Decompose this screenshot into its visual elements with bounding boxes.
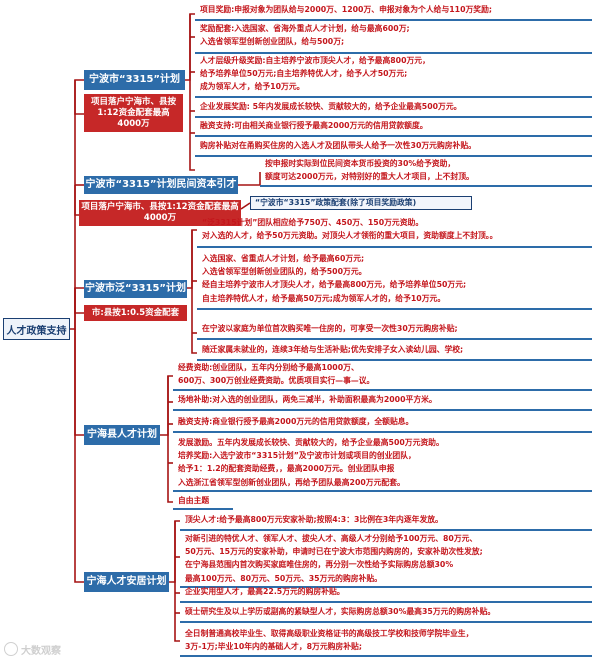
watermark-logo-icon <box>4 642 18 656</box>
leaf-graduates: 全日制普通高校毕业生、取得高级职业资格证书的高级技工学校和技师学院毕业生， 3万… <box>180 627 592 657</box>
leaf-housing-subsidy: 购房补贴对在甬购买住房的入选人才及团队带头人给予一次性30万元购房补贴。 <box>195 139 592 157</box>
branch-ningbo-3315-funding: 项目落户宁海市、县按1:12资金配套最高4000万 <box>84 94 183 132</box>
policy-match-note: “宁波市“3315”政策配套(除了项目奖励政策) <box>250 196 472 210</box>
leaf-project-reward: 项目奖励:申报对象为团队给与2000万、1200万、申报对象为个人给与110万奖… <box>195 3 592 21</box>
leaf-enterprise-growth: 企业发展奖励: 5年内发展成长较快、贡献较大的，给予企业最高500万元。 <box>195 100 592 118</box>
branch-ningbo-3315: 宁波市“3315”计划 <box>84 70 185 90</box>
branch-pan-3315-funding: 市:县按1:0.5资金配套 <box>84 305 187 321</box>
root-node: 人才政策支持 <box>3 318 70 340</box>
leaf-top-talent: 顶尖人才:给予最高800万元安家补助;按照4:3：3比例在3年内逐年发放。 <box>180 513 592 531</box>
leaf-master-degree: 硕士研究生及以上学历或副高的紧缺型人才，实际购房总额30%最高35万元的购房补贴… <box>180 605 592 623</box>
branch-private-capital-funding: 项目落户宁海市、县按1:12资金配套最高4000万 <box>79 200 241 226</box>
leaf-pan-talent-levels: 入选国家、省重点人才计划，给予最高60万元; 入选省领军型创新创业团队的，给予5… <box>197 252 592 310</box>
leaf-practical-talent: 企业实用型人才，最高22.5万元的购房补贴。 <box>180 585 592 603</box>
leaf-ninghai-financing: 融资支持:商业银行授予最高2000万元的信用贷款额度，全额贴息。 <box>173 415 592 433</box>
leaf-financing: 融资支持:可由相关商业银行授予最高2000万元的信用贷款额度。 <box>195 119 592 137</box>
branch-private-capital: 宁波市“3315”计划民间资本引才 <box>84 176 238 194</box>
leaf-pan-team-funding: “泛3315计划”团队相应给予750万、450万、150万元资助。 对入选的人才… <box>197 216 592 248</box>
branch-ninghai-housing: 宁海人才安居计划 <box>84 572 169 592</box>
leaf-site-subsidy: 场地补助:对入选的创业团队，两免三减半，补助面积最高为2000平方米。 <box>173 393 592 411</box>
branch-pan-3315: 宁波市泛“3315”计划 <box>84 280 187 298</box>
leaf-pan-family: 随迁家属未就业的，连续3年给与生活补贴;优先安排子女入读幼儿园、学校; <box>197 343 592 361</box>
leaf-development-incentive: 发展激励。五年内发展成长较快、贡献较大的，给予企业最高500万元资助。 培养奖励… <box>173 436 592 492</box>
watermark: 大数观察 <box>4 640 84 658</box>
leaf-funding-support: 经费资助:创业团队，五年内分别给予最高1000万、 600万、300万创业经费资… <box>173 361 592 391</box>
leaf-pan-housing: 在宁波以家庭为单位首次购买唯一住房的，可享受一次性30万元购房补贴; <box>197 322 592 340</box>
leaf-level-upgrade: 人才层级升级奖励:自主培养宁波市顶尖人才，给予最高800万元， 给予培养单位50… <box>195 54 592 98</box>
leaf-free-topic: 自由主题 <box>173 494 233 510</box>
leaf-private-capital-funding: 按申报时实际到位民间资本货币投资的30%给予资助， 额度可达2000万元，对特别… <box>260 157 592 187</box>
leaf-reward-match: 奖励配套:入选国家、省海外重点人才计划，给与最高600万; 入选省领军型创新创业… <box>195 22 592 54</box>
branch-ninghai-talent: 宁海县人才计划 <box>84 425 160 445</box>
leaf-new-talent-subsidy: 对新引进的特优人才、领军人才、拔尖人才、高级人才分别给予100万元、80万元、 … <box>180 532 592 588</box>
